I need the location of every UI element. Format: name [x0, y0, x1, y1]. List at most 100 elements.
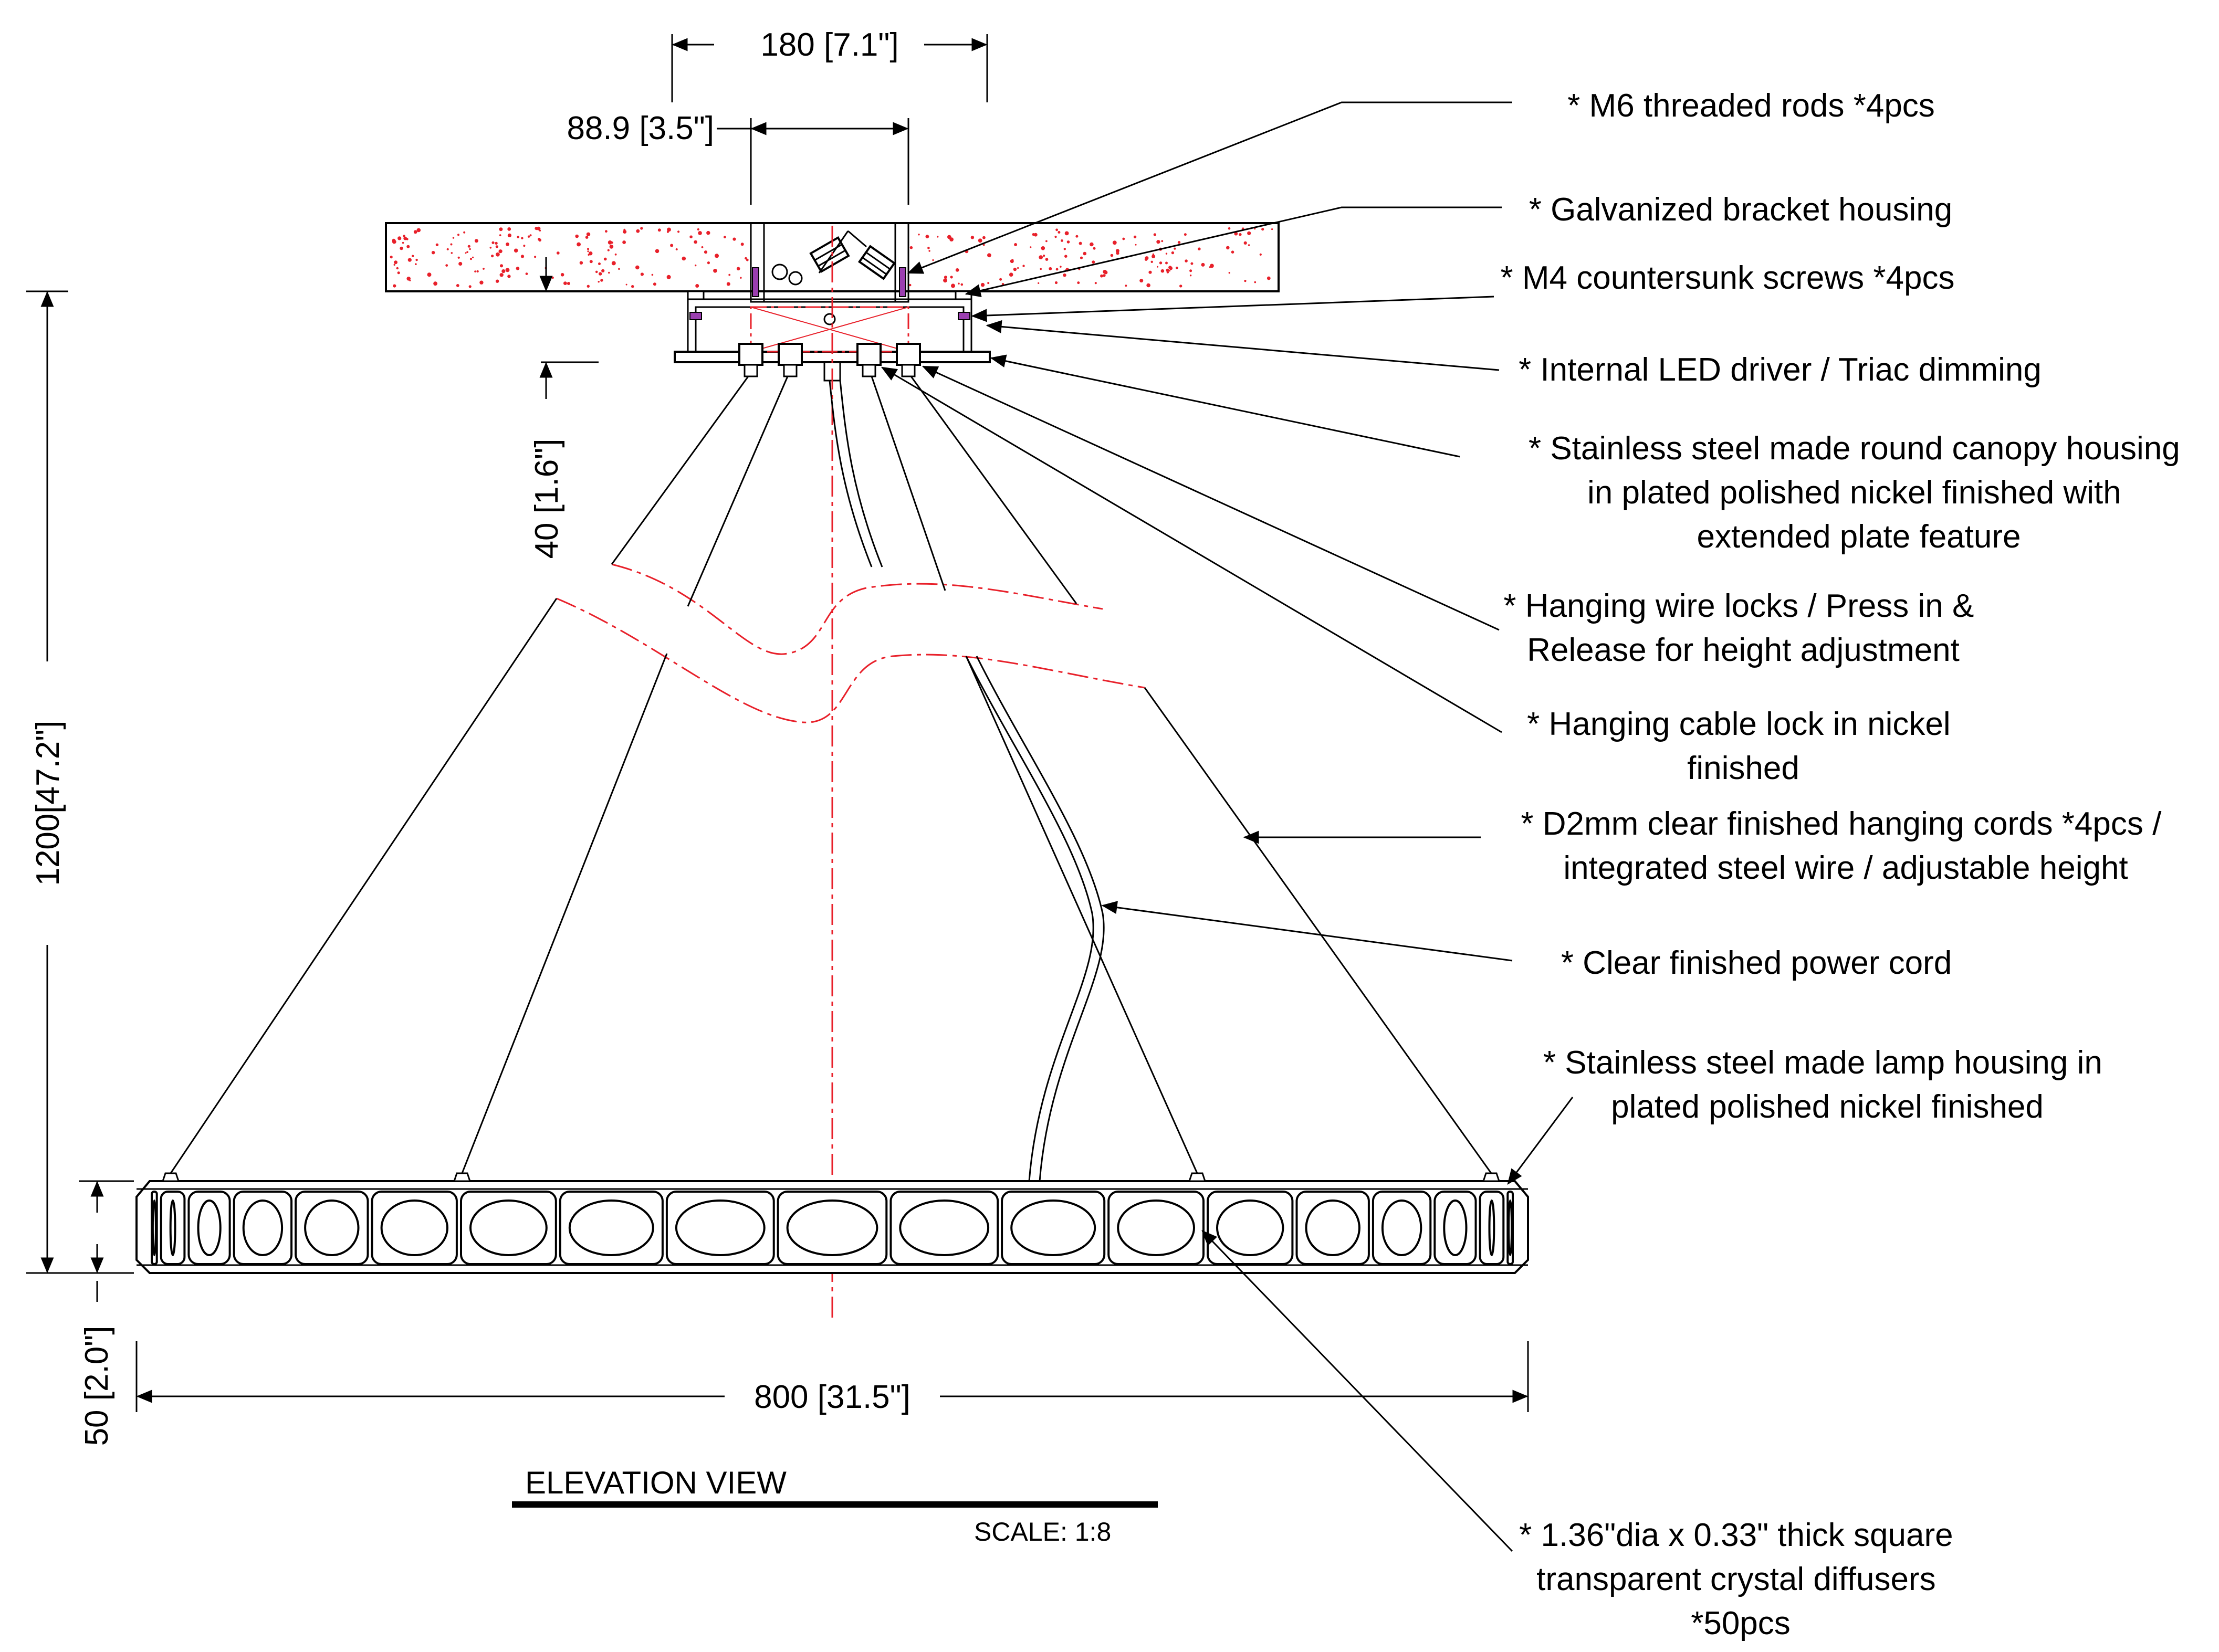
speckle-dot: [1139, 279, 1144, 283]
speckle-dot: [587, 285, 590, 288]
crystal-frame: [1107, 1191, 1205, 1265]
speckle-dot: [400, 246, 403, 250]
speckle-dot: [506, 242, 509, 246]
speckle-dot: [1185, 259, 1188, 262]
speckle-dot: [577, 242, 581, 247]
speckle-dot: [949, 237, 954, 241]
speckle-dot: [1133, 235, 1137, 238]
dim-canopy-height: 40 [1.6"]: [529, 439, 565, 559]
speckle-dot: [978, 238, 982, 243]
speckle-dot: [1135, 244, 1137, 246]
speckle-dot: [636, 229, 640, 233]
speckle-dot: [433, 281, 437, 286]
speckle-dot: [1161, 240, 1164, 243]
speckle-dot: [514, 248, 518, 253]
speckle-dot: [677, 230, 680, 233]
crystal-diffuser: [1216, 1199, 1284, 1256]
speckle-dot: [614, 253, 617, 256]
speckle-dot: [466, 251, 468, 254]
speckle-dot: [393, 264, 395, 266]
speckle-dot: [534, 256, 537, 258]
speckle-dot: [1038, 282, 1040, 285]
speckle-dot: [1209, 266, 1211, 268]
speckle-dot: [1198, 247, 1201, 251]
speckle-dot: [403, 236, 407, 240]
speckle-dot: [1153, 233, 1157, 236]
speckle-dot: [1066, 240, 1070, 244]
speckle-dot: [463, 231, 466, 234]
speckle-dot: [618, 268, 620, 270]
speckle-dot: [726, 282, 730, 286]
speckle-dot: [715, 254, 719, 258]
crystal-diffuser: [197, 1199, 222, 1256]
speckle-dot: [1184, 233, 1187, 236]
speckle-dot: [631, 285, 634, 288]
callout-notes: * M6 threaded rods *4pcs * Galvanized br…: [1501, 88, 2180, 1642]
speckle-dot: [1112, 240, 1117, 245]
speckle-dot: [1234, 232, 1238, 236]
crystal-diffuser: [568, 1199, 654, 1256]
speckle-dot: [1171, 251, 1175, 255]
dim-ring-width: 800 [31.5"]: [754, 1379, 910, 1415]
speckle-dot: [1144, 258, 1148, 261]
speckle-dot: [469, 258, 473, 260]
speckle-dot: [393, 284, 396, 288]
crystal-diffuser: [242, 1199, 284, 1256]
crystal-diffuser: [675, 1199, 766, 1256]
speckle-dot: [640, 227, 643, 230]
speckle-dot: [746, 258, 749, 261]
speckle-dot: [465, 252, 467, 254]
speckle-dot: [537, 226, 541, 230]
dimension-lines: [26, 34, 1529, 1412]
speckle-dot: [505, 268, 510, 272]
crystal-frame: [160, 1191, 186, 1265]
note-cable-lock: * Hanging cable lock in nickel finished: [1527, 706, 1960, 786]
speckle-dot: [456, 284, 459, 287]
speckle-dot: [498, 249, 503, 254]
speckle-dot: [415, 258, 418, 261]
speckle-dot: [495, 279, 499, 283]
speckle-dot: [415, 263, 417, 266]
speckle-dot: [595, 270, 598, 273]
speckle-dot: [1160, 269, 1165, 273]
speckle-dot: [1014, 243, 1018, 246]
note-bracket-housing: * Galvanized bracket housing: [1529, 192, 1952, 228]
ring-hangers: [161, 1172, 1501, 1182]
speckle-dot: [607, 249, 610, 251]
speckle-dot: [586, 232, 591, 236]
speckle-dot: [1152, 255, 1156, 258]
speckle-dot: [474, 270, 476, 272]
speckle-dot: [457, 234, 459, 236]
speckle-dot: [736, 267, 740, 271]
speckle-dot: [567, 282, 570, 285]
speckle-dot: [944, 276, 947, 279]
crystal-diffuser: [380, 1199, 448, 1256]
speckle-dot: [698, 231, 702, 235]
speckle-dot: [397, 271, 400, 275]
crystal-diffuser: [1443, 1199, 1468, 1256]
speckle-dot: [695, 284, 699, 288]
speckle-dot: [1168, 270, 1171, 272]
speckle-dot: [1165, 261, 1168, 265]
speckle-dot: [1165, 252, 1168, 255]
speckle-dot: [589, 260, 593, 264]
speckle-dot: [1083, 251, 1087, 256]
speckle-dot: [413, 230, 417, 234]
speckle-dot: [495, 245, 499, 248]
crystal-diffuser: [786, 1199, 878, 1256]
speckle-dot: [928, 250, 930, 252]
speckle-dot: [1093, 247, 1096, 250]
speckle-dot: [563, 281, 567, 285]
speckle-dot: [600, 279, 603, 282]
speckle-dot: [458, 261, 463, 266]
speckle-dot: [605, 230, 608, 233]
speckle-dot: [1177, 241, 1181, 244]
speckle-dot: [1079, 241, 1082, 245]
speckle-dot: [483, 268, 485, 270]
speckle-dot: [507, 233, 512, 237]
speckle-dot: [970, 236, 975, 239]
speckle-dot: [1039, 255, 1043, 259]
speckle-dot: [1075, 235, 1079, 238]
speckle-dot: [416, 228, 421, 233]
crystal-diffuser: [1488, 1199, 1495, 1256]
